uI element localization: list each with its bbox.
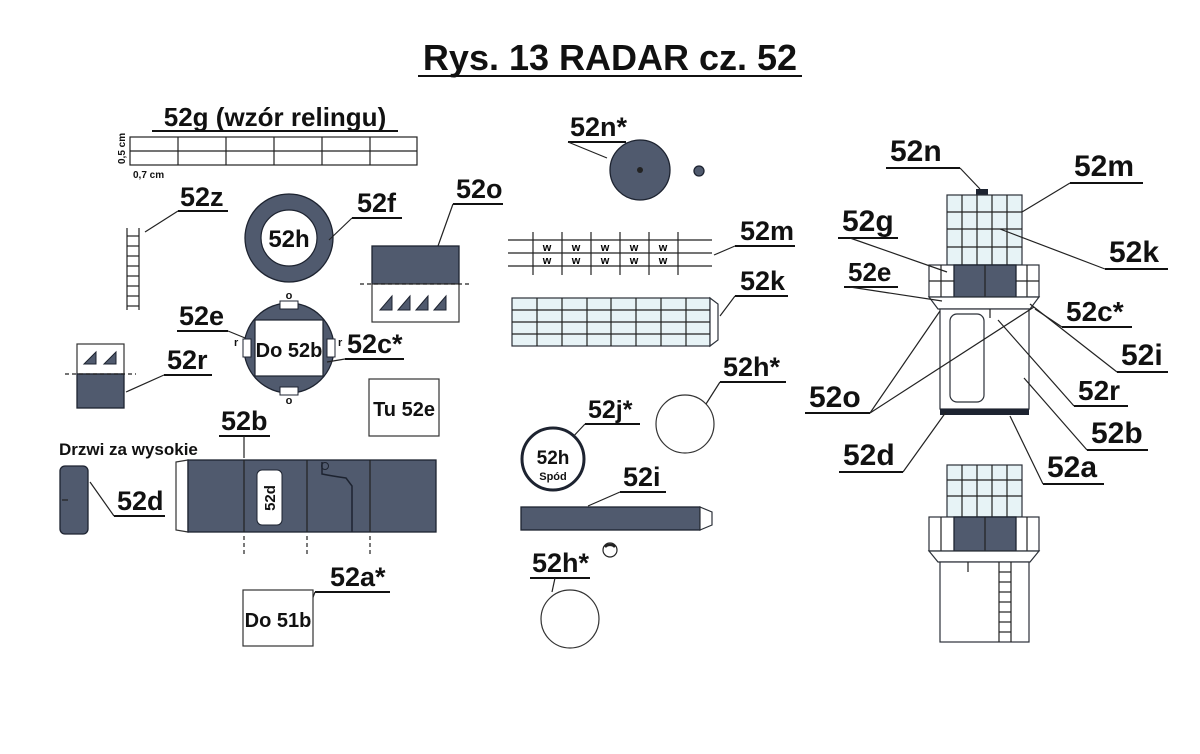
- w-mark: w: [542, 242, 552, 254]
- fold-mark-r-left: r: [234, 337, 239, 349]
- dome-part-52n: [609, 139, 705, 201]
- label-52i: 52i: [623, 462, 661, 492]
- w-mark: w: [600, 242, 610, 254]
- w-mark: w: [542, 255, 552, 267]
- w-mark: w: [629, 255, 639, 267]
- railing-part-52m: [508, 232, 712, 275]
- disk-part-52e: [242, 300, 336, 396]
- label-52f: 52f: [357, 188, 397, 218]
- label-52h-star-2: 52h*: [532, 548, 590, 578]
- railing-w-marks: w w w w w w w w w w: [542, 242, 668, 267]
- strip-part-52i: [520, 506, 713, 531]
- assembly-view-upper: [927, 189, 1041, 415]
- circle-part-52h-star-2: [540, 589, 600, 649]
- assembly-label-52b: 52b: [1091, 417, 1143, 450]
- tab-tu-52e-label: Tu 52e: [373, 399, 435, 421]
- w-mark: w: [658, 255, 668, 267]
- w-mark: w: [571, 242, 581, 254]
- circle-part-52h-star-1: [655, 394, 715, 454]
- label-52c-star: 52c*: [347, 329, 403, 359]
- small-ring-part: [602, 542, 618, 558]
- label-52h-star-1: 52h*: [723, 352, 781, 382]
- ring-label-52h: 52h: [268, 226, 309, 253]
- bottom-disk-label-spod: Spód: [539, 471, 567, 483]
- bottom-disk-label-52h: 52h: [537, 448, 570, 469]
- label-52e: 52e: [179, 301, 224, 331]
- bottom-disk-52j: [520, 426, 586, 492]
- assembly-label-52n: 52n: [890, 135, 942, 168]
- label-52z: 52z: [180, 182, 224, 212]
- window-strip-52k: [511, 296, 719, 348]
- assembly-label-52e: 52e: [848, 257, 891, 287]
- ring-part-52h: [244, 193, 334, 283]
- w-mark: w: [600, 255, 610, 267]
- tab-tu-52e: [368, 378, 440, 437]
- label-52d: 52d: [117, 486, 164, 516]
- ladder-part: [126, 228, 140, 310]
- fold-mark-r-right: r: [338, 337, 343, 349]
- w-mark: w: [571, 255, 581, 267]
- dimension-width: 0,7 cm: [133, 170, 164, 181]
- assembly-label-52c-star: 52c*: [1066, 296, 1124, 327]
- door-part-52d: [59, 465, 89, 535]
- disk-label-do-52b: Do 52b: [256, 340, 323, 362]
- fold-mark-o-top: o: [286, 290, 293, 302]
- w-mark: w: [629, 242, 639, 254]
- assembly-label-52r: 52r: [1078, 375, 1120, 406]
- label-52o: 52o: [456, 174, 503, 204]
- label-52a-star: 52a*: [330, 562, 386, 592]
- assembly-label-52i: 52i: [1121, 339, 1163, 372]
- assembly-view-lower: [927, 464, 1041, 643]
- tab-do-51b: [242, 589, 314, 647]
- tab-do-51b-label: Do 51b: [245, 610, 312, 632]
- label-52m: 52m: [740, 216, 794, 246]
- label-52b: 52b: [221, 406, 268, 436]
- assembly-label-52k: 52k: [1109, 236, 1159, 269]
- door-label-52d: 52d: [262, 485, 279, 511]
- label-52n-star: 52n*: [570, 112, 628, 142]
- assembly-label-52a: 52a: [1047, 451, 1097, 484]
- assembly-label-52o: 52o: [809, 381, 861, 414]
- note-doors-too-tall: Drzwi za wysokie: [59, 440, 198, 459]
- label-52g-pattern: 52g (wzór relingu): [164, 102, 386, 132]
- panel-part-52o: [360, 245, 470, 323]
- panel-part-52r: [65, 343, 136, 409]
- page-title: Rys. 13 RADAR cz. 52: [423, 37, 797, 78]
- assembly-label-52d: 52d: [843, 439, 895, 472]
- fold-mark-o-bottom: o: [286, 395, 293, 407]
- assembly-label-52g: 52g: [842, 205, 894, 238]
- dimension-height: 0,5 cm: [117, 133, 128, 164]
- railing-pattern-grid: [129, 136, 418, 166]
- assembly-label-52m: 52m: [1074, 150, 1134, 183]
- label-52k: 52k: [740, 266, 786, 296]
- body-part-52b: [175, 459, 437, 556]
- label-52r: 52r: [167, 345, 208, 375]
- w-mark: w: [658, 242, 668, 254]
- label-52j-star: 52j*: [588, 396, 633, 424]
